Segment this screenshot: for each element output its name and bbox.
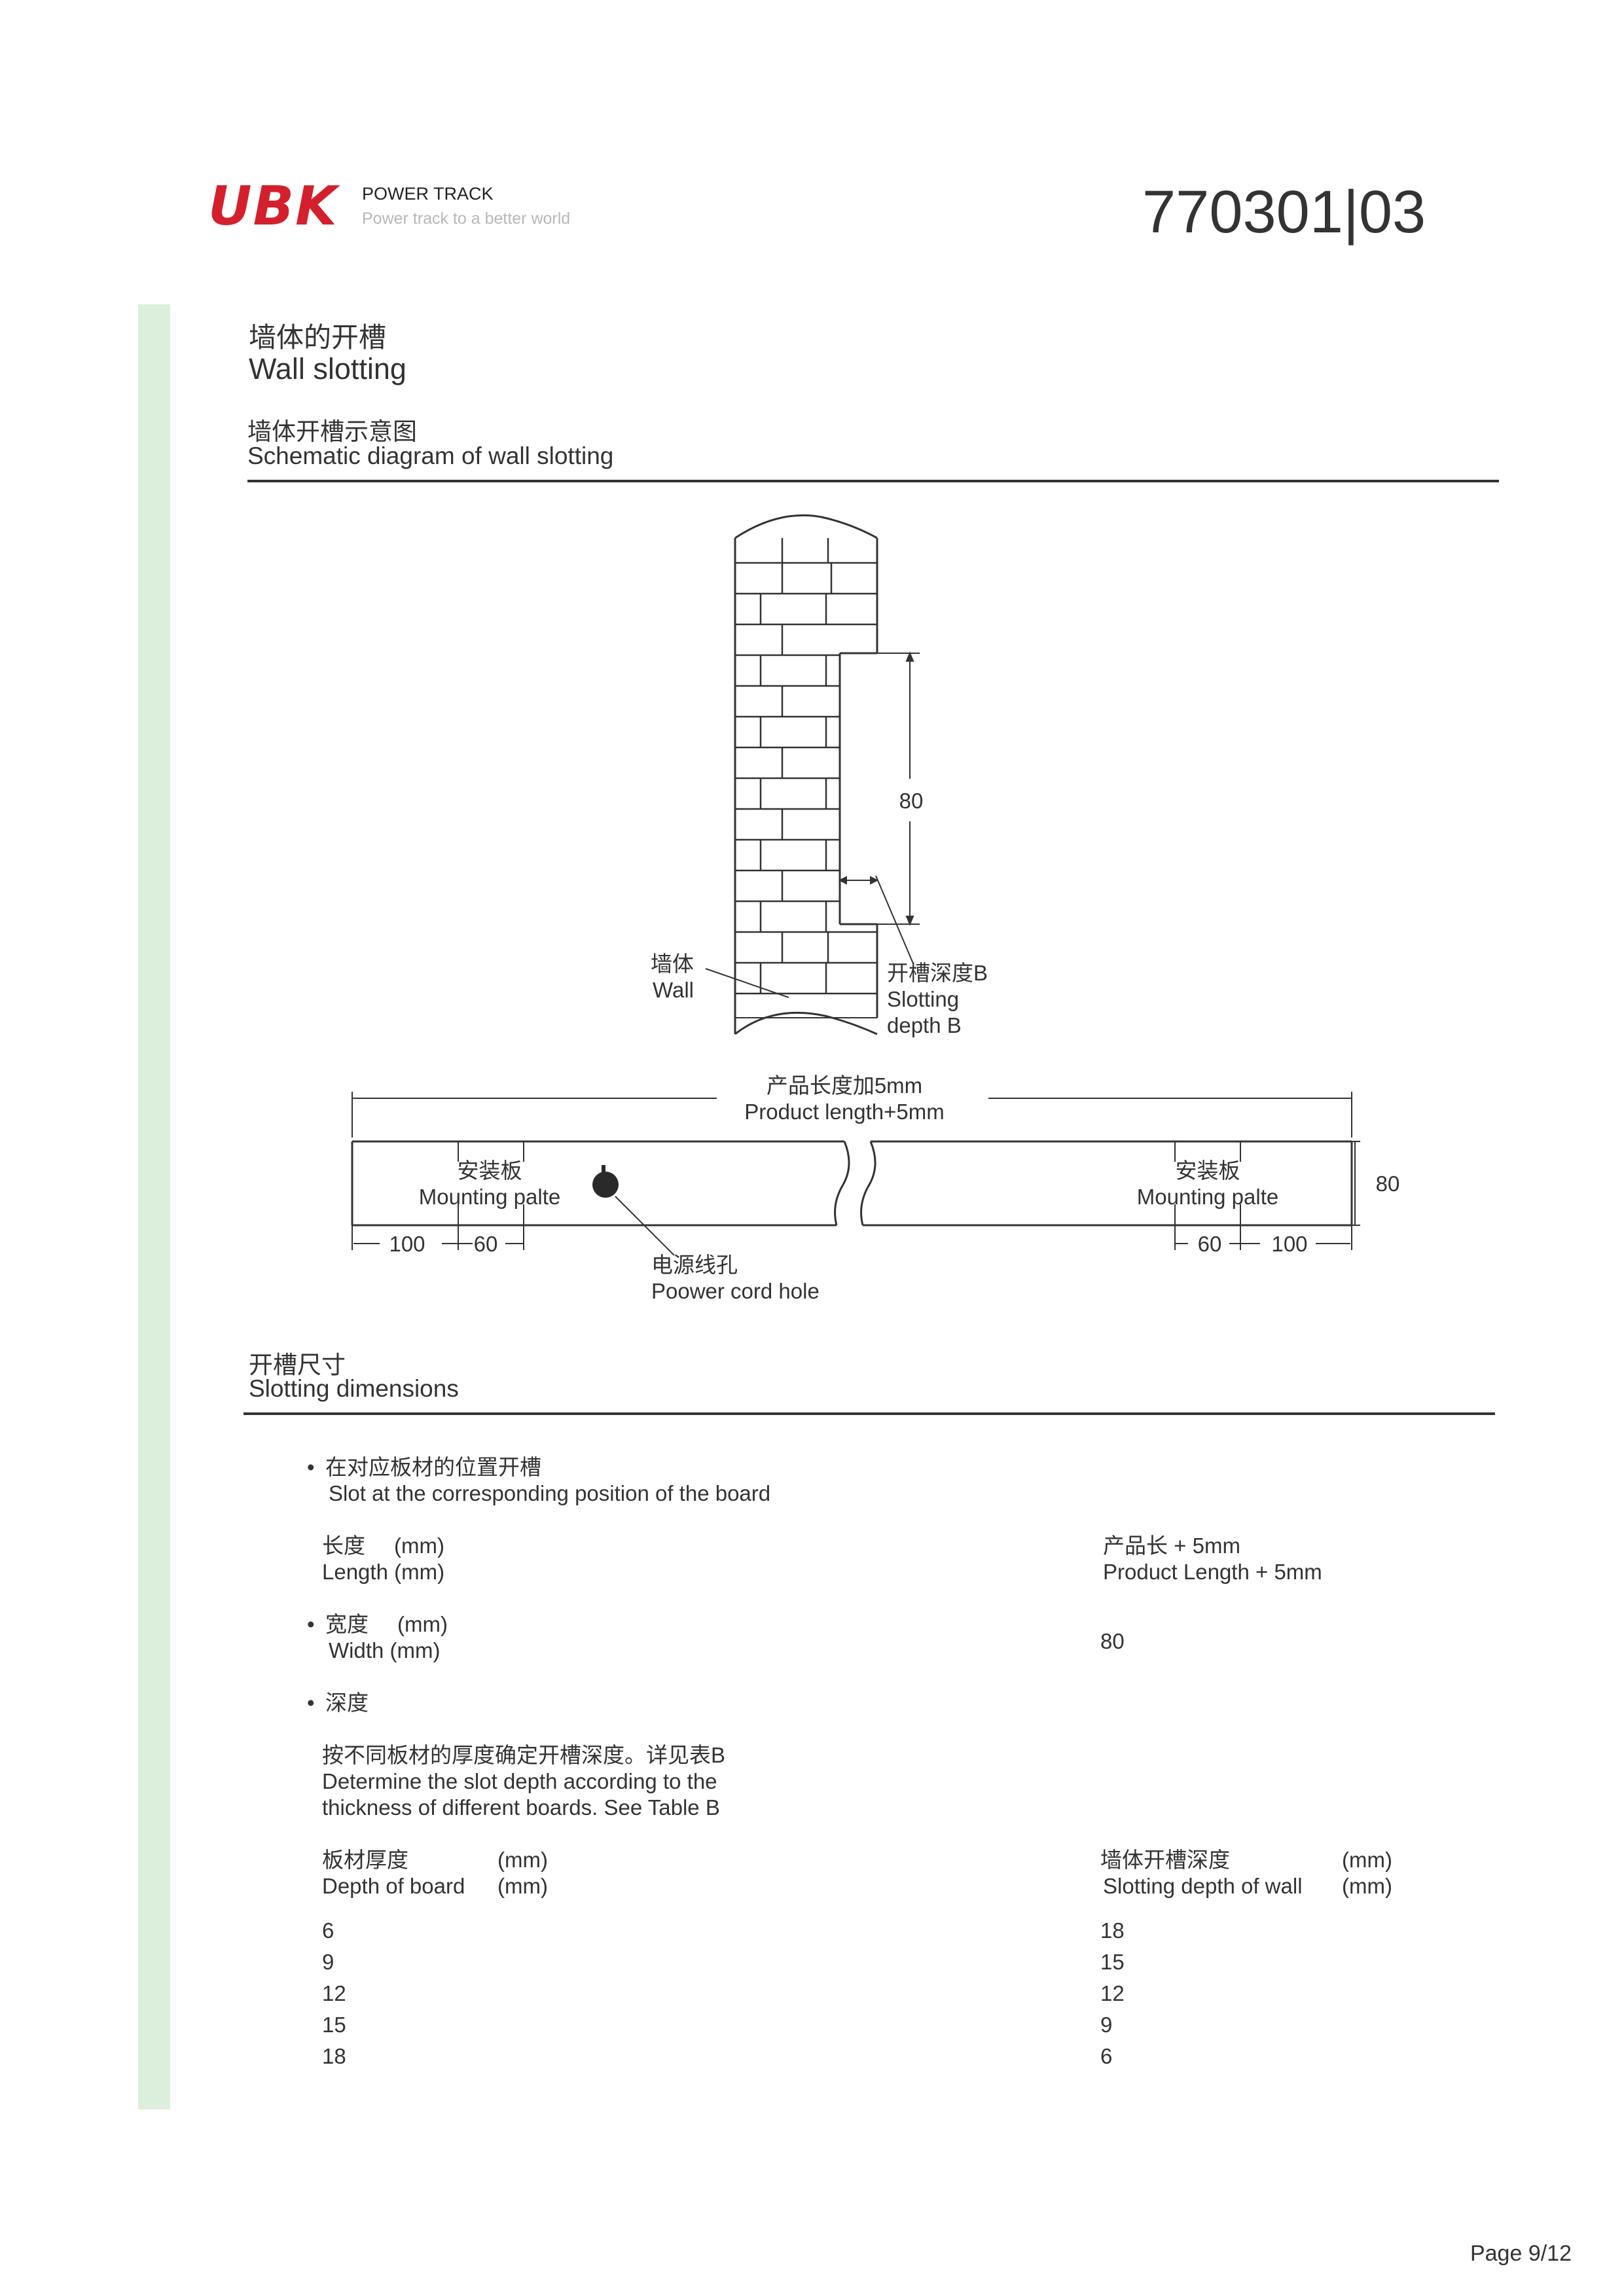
dim-left-100: 100 [389, 1232, 425, 1256]
slot-position-en: Slot at the corresponding position of th… [329, 1481, 771, 1505]
sidebar-accent [138, 304, 170, 2109]
table-row: 15 [322, 2013, 346, 2037]
length-label-cn: 长度(mm) [322, 1534, 444, 1558]
mount-left-en: Mounting palte [419, 1185, 560, 1209]
product-length-en: Product length+5mm [744, 1100, 944, 1124]
section-title-cn: 墙体的开槽 [249, 322, 387, 353]
table-left-unit-1: (mm) [497, 1848, 548, 1872]
table-left-header-en: Depth of board [322, 1874, 465, 1898]
dim-right-60: 60 [1198, 1232, 1222, 1256]
bullet-slot-position-cn: 在对应板材的位置开槽 [307, 1454, 541, 1480]
slogan: Power track to a better world [362, 209, 571, 228]
table-row: 6 [322, 1918, 334, 1943]
section-title-en: Wall slotting [249, 352, 406, 386]
width-label-cn: 宽度(mm) [307, 1611, 448, 1638]
width-label-en: Width (mm) [329, 1638, 441, 1662]
section2-title-en: Slotting dimensions [249, 1375, 459, 1402]
cord-hole-en: Poower cord hole [651, 1279, 820, 1303]
subsection-title-cn: 墙体开槽示意图 [247, 418, 417, 445]
table-row: 12 [322, 1981, 346, 2005]
slot-depth-label-en-2: depth B [887, 1013, 962, 1037]
slot-depth-label-en-1: Slotting [887, 987, 959, 1011]
page-number: Page 9/12 [1470, 2241, 1572, 2266]
width-value: 80 [1100, 1629, 1125, 1653]
depth-desc-en-2: thickness of different boards. See Table… [322, 1795, 720, 1820]
depth-desc-en-1: Determine the slot depth according to th… [322, 1769, 717, 1793]
table-row: 18 [1100, 1918, 1125, 1943]
table-row: 6 [1100, 2044, 1113, 2068]
table-row: 12 [1100, 1981, 1125, 2005]
depth-label-cn: 深度 [307, 1690, 369, 1716]
dim-left-60: 60 [474, 1232, 498, 1256]
wall-slotting-diagram: 80 墙体 Wall 开槽深度B Slotting depth B 产品长度加5… [351, 514, 1400, 1303]
dim-80-vertical: 80 [899, 789, 924, 813]
brand-logo: UBK [208, 175, 338, 238]
mount-left-cn: 安装板 [458, 1158, 522, 1183]
depth-desc-cn: 按不同板材的厚度确定开槽深度。详见表B [322, 1743, 726, 1767]
table-right-unit-1: (mm) [1342, 1848, 1392, 1872]
subsection-title-en: Schematic diagram of wall slotting [247, 442, 614, 469]
table-left-header-cn: 板材厚度 [322, 1848, 408, 1872]
wall-top-break [734, 514, 878, 539]
table-right-header-cn: 墙体开槽深度 [1100, 1848, 1230, 1872]
dim-80-right: 80 [1376, 1172, 1400, 1196]
table-right-header-en: Slotting depth of wall [1103, 1874, 1303, 1898]
divider-rule-2 [244, 1412, 1495, 1415]
wall-label-cn: 墙体 [651, 952, 694, 976]
cord-hole-cn: 电源线孔 [651, 1253, 738, 1277]
product-line: POWER TRACK [362, 184, 494, 204]
table-row: 18 [322, 2044, 346, 2068]
divider-rule [247, 480, 1499, 482]
length-label-en: Length (mm) [322, 1560, 445, 1584]
table-row: 15 [1100, 1950, 1125, 1974]
length-value-en: Product Length + 5mm [1103, 1560, 1322, 1584]
mount-right-cn: 安装板 [1176, 1158, 1240, 1183]
section2-title-cn: 开槽尺寸 [249, 1352, 346, 1378]
document-number: 770301|03 [1142, 179, 1426, 245]
power-cord-hole-icon [592, 1165, 675, 1256]
table-row: 9 [322, 1950, 334, 1974]
table-row: 9 [1100, 2013, 1113, 2037]
slot-depth-label-cn: 开槽深度B [887, 961, 988, 985]
product-length-cn: 产品长度加5mm [767, 1073, 922, 1098]
wall-bottom-break [734, 1011, 878, 1035]
length-value-cn: 产品长 + 5mm [1103, 1534, 1240, 1558]
wall-label-en: Wall [653, 978, 694, 1002]
wall-bricks [735, 538, 877, 995]
dim-right-100: 100 [1271, 1232, 1307, 1256]
mount-right-en: Mounting palte [1137, 1185, 1278, 1209]
table-left-unit-2: (mm) [497, 1874, 548, 1898]
table-right-unit-2: (mm) [1342, 1874, 1392, 1898]
